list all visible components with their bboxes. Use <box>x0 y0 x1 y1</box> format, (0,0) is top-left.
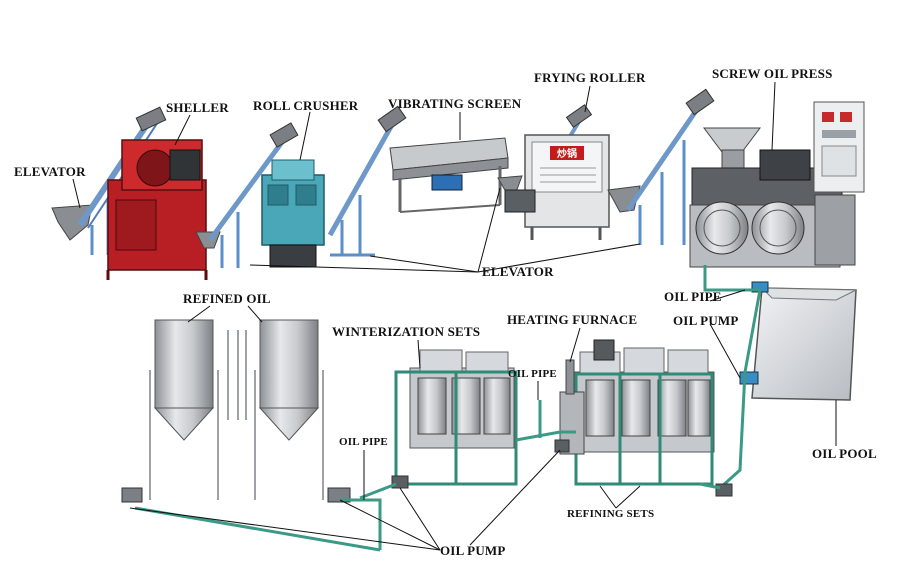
elevator-1 <box>51 106 167 255</box>
winterization-sets <box>394 349 518 486</box>
label-oil-pipe-left: OIL PIPE <box>339 436 388 448</box>
elevator-5 <box>607 88 715 245</box>
oil-pool <box>751 287 857 401</box>
label-elevator-left: ELEVATOR <box>14 164 86 179</box>
leader-lines <box>72 81 837 551</box>
roll-crusher <box>261 159 325 268</box>
vibrating-screen <box>389 137 509 213</box>
label-oil-pool: OIL POOL <box>812 446 877 461</box>
elevator-3 <box>327 105 407 257</box>
label-frying-roller: FRYING ROLLER <box>534 70 646 85</box>
frying-roller: 炒锅 <box>504 134 610 240</box>
label-heating-furnace: HEATING FURNACE <box>507 312 638 327</box>
screw-oil-press <box>689 101 865 268</box>
label-refining-sets: REFINING SETS <box>567 508 655 520</box>
label-roll-crusher: ROLL CRUSHER <box>253 98 359 113</box>
label-screw-oil-press: SCREW OIL PRESS <box>712 66 833 81</box>
label-refined-oil: REFINED OIL <box>183 291 271 306</box>
roaster-sign-text: 炒锅 <box>557 147 577 160</box>
oil-pipe-network-right <box>703 265 762 490</box>
refining-sets <box>573 347 715 486</box>
label-sheller: SHELLER <box>166 100 229 115</box>
oil-pumps-bottom <box>121 439 733 503</box>
elevator-2 <box>195 122 299 268</box>
label-oil-pipe-right: OIL PIPE <box>664 289 722 304</box>
label-oil-pump-right: OIL PUMP <box>673 313 739 328</box>
refined-oil-tanks <box>149 319 324 500</box>
label-elevator-bottom: ELEVATOR <box>482 264 554 279</box>
label-oil-pipe-middle: OIL PIPE <box>508 368 557 380</box>
sheller <box>106 139 208 280</box>
label-oil-pump-bottom: OIL PUMP <box>440 543 506 558</box>
oil-pipe-network-bottom <box>134 400 721 552</box>
label-vibrating-screen: VIBRATING SCREEN <box>388 96 522 111</box>
label-winterization-sets: WINTERIZATION SETS <box>332 324 481 339</box>
